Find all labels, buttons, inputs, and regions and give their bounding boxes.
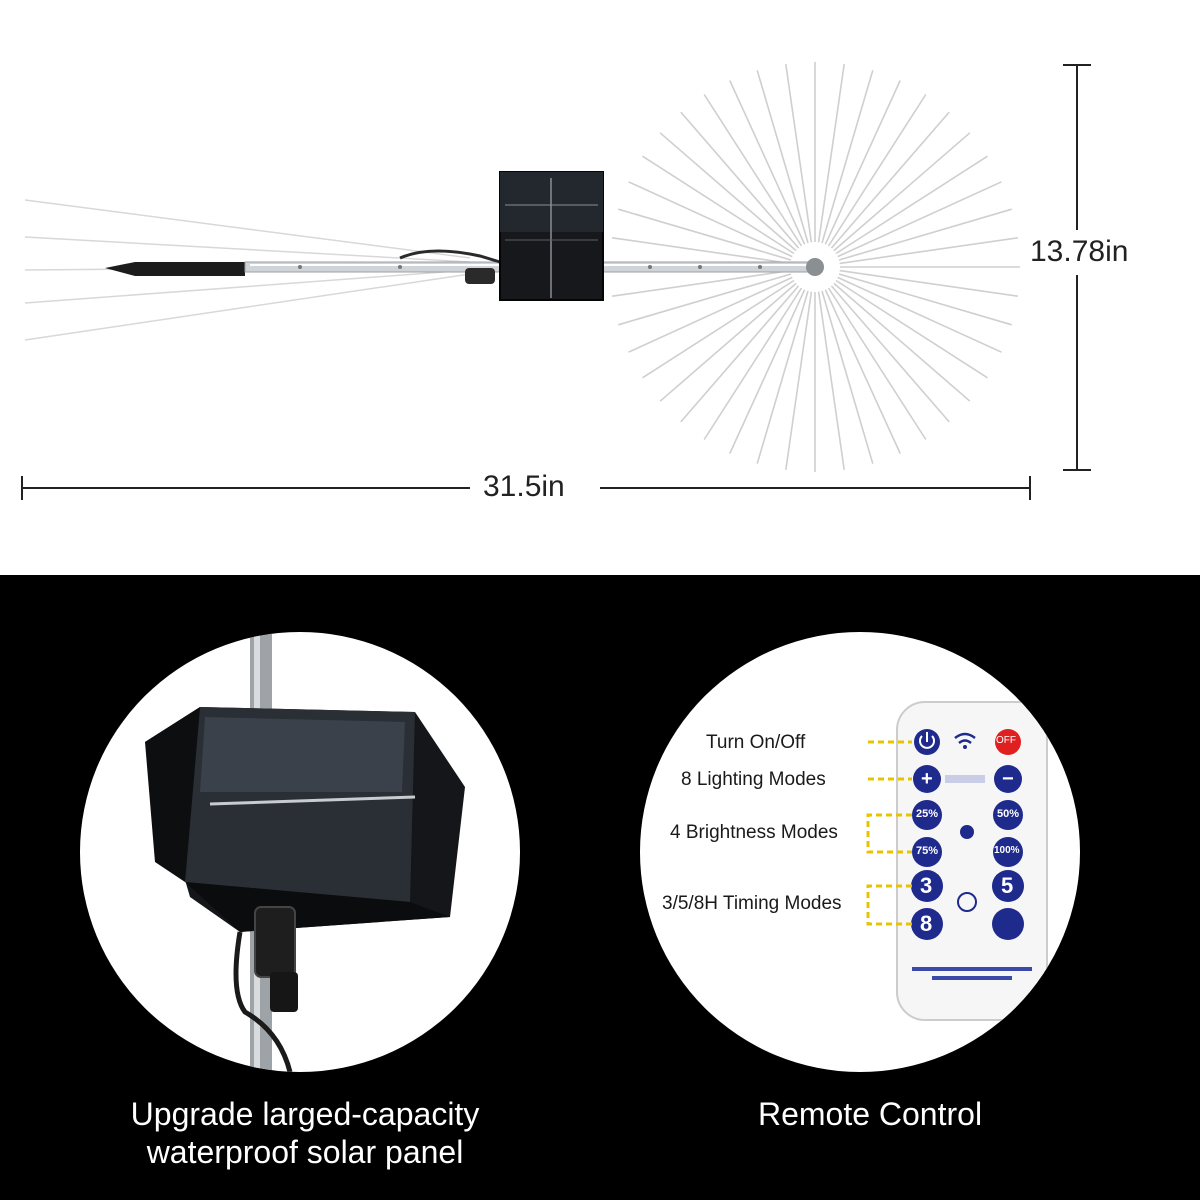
strand-line	[729, 80, 806, 245]
solar-panel-caption: Upgrade larged-capacity waterproof solar…	[60, 1095, 550, 1171]
strand-line	[618, 208, 792, 261]
strand-line	[835, 279, 988, 379]
solar-panel-illustration	[145, 632, 465, 1072]
remote-caption: Remote Control	[757, 1096, 983, 1132]
strand-line	[821, 70, 874, 244]
callout-turn-on-off: Turn On/Off	[706, 732, 806, 753]
brightness-75-button[interactable]: 75%	[916, 845, 939, 857]
strand-line	[642, 279, 795, 379]
strand-line	[756, 70, 809, 244]
strand-line	[824, 80, 901, 245]
width-measurement: 31.5in	[475, 472, 573, 502]
strand-line	[835, 155, 988, 255]
strand-line	[827, 94, 927, 247]
remote-illustration	[866, 701, 1048, 1021]
remote-control-photo: OFF + − 25% 50% 75% 100% 3 5 8 Turn On/O…	[640, 632, 1080, 1072]
strand-line	[833, 282, 971, 402]
strand-line	[628, 181, 793, 258]
solar-panel-photo	[80, 632, 520, 1072]
minus-button[interactable]: −	[1002, 768, 1014, 790]
strand-line	[838, 208, 1012, 261]
strand-line	[611, 269, 791, 297]
strand-line	[830, 285, 950, 423]
strand-line	[833, 132, 971, 252]
strand-line	[817, 63, 845, 243]
strand-line	[830, 111, 950, 249]
strand-line	[729, 289, 806, 454]
height-dimension-line	[1063, 64, 1091, 471]
callout-lighting-modes: 8 Lighting Modes	[681, 769, 826, 790]
strand-line	[839, 269, 1019, 297]
strand-line	[703, 287, 803, 440]
brightness-25-button[interactable]: 25%	[916, 808, 939, 820]
width-dimension-line	[21, 476, 1031, 500]
timer-3-button[interactable]: 3	[920, 873, 933, 898]
strand-line	[839, 237, 1019, 265]
strand-line	[817, 291, 845, 471]
strand-line	[824, 289, 901, 454]
strand-line	[642, 155, 795, 255]
plus-button[interactable]: +	[921, 768, 933, 790]
brightness-50-button[interactable]: 50%	[997, 808, 1020, 820]
strand-line	[785, 63, 813, 243]
strand-line	[821, 290, 874, 464]
strand-line	[659, 132, 797, 252]
callout-timing-modes: 3/5/8H Timing Modes	[662, 893, 842, 914]
timer-8-button[interactable]: 8	[920, 911, 933, 936]
strand-line	[838, 273, 1012, 326]
brightness-100-button[interactable]: 100%	[994, 845, 1020, 856]
strand-line	[628, 276, 793, 353]
strand-line	[659, 282, 797, 402]
timer-5-button[interactable]: 5	[1001, 873, 1014, 898]
off-button[interactable]: OFF	[996, 735, 1016, 746]
strand-line	[680, 111, 800, 249]
strand-line	[611, 237, 791, 265]
firework-light-illustration	[21, 62, 1091, 500]
strand-line	[827, 287, 927, 440]
callout-brightness-modes: 4 Brightness Modes	[670, 822, 838, 843]
solar-panel-caption-line2: waterproof solar panel	[146, 1134, 464, 1170]
strand-line	[618, 273, 792, 326]
strand-line	[756, 290, 809, 464]
solar-panel-caption-line1: Upgrade larged-capacity	[130, 1096, 480, 1132]
product-dimension-view: 31.5in 13.78in	[0, 0, 1200, 575]
solar-box	[499, 171, 604, 301]
height-measurement: 13.78in	[1030, 235, 1129, 269]
stake-rod	[105, 249, 824, 284]
strand-line	[785, 291, 813, 471]
starburst-strands	[610, 62, 1020, 472]
strand-line	[703, 94, 803, 247]
strand-line	[680, 285, 800, 423]
strand-line	[837, 276, 1002, 353]
strand-line	[837, 181, 1002, 258]
